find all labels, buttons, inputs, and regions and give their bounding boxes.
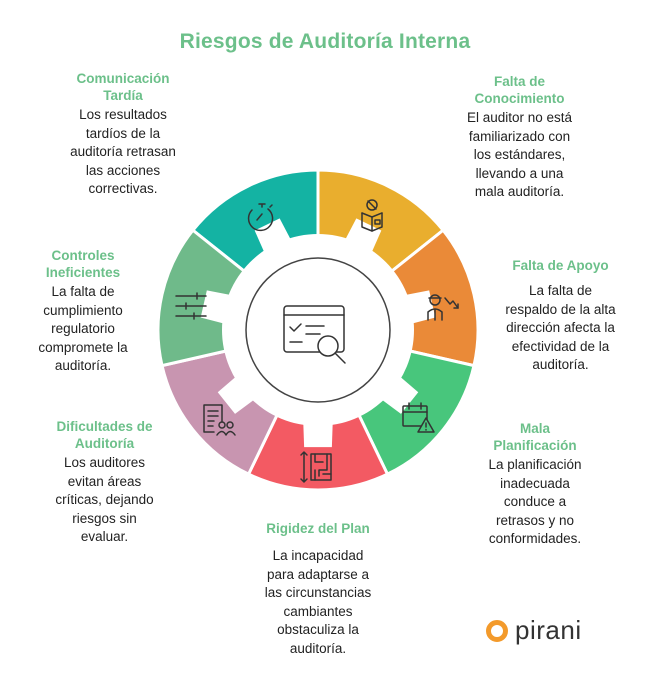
pirani-logo-mark-icon (486, 619, 508, 642)
calendar-warning-icon (402, 402, 435, 433)
book-icon (361, 199, 383, 232)
gear-tooth (200, 290, 231, 324)
center-hub (245, 257, 391, 403)
manager-trend-icon (427, 294, 459, 321)
page-title: Riesgos de Auditoría Interna (179, 30, 471, 53)
document-people-icon (203, 404, 236, 436)
segment-heading: Falta de Apoyo (512, 258, 609, 273)
gear-tooth (254, 218, 291, 253)
logo-text: pirani (515, 615, 582, 645)
center-gear (200, 218, 436, 448)
gear-tooth (303, 422, 333, 448)
segment-heading: Rigidez del Plan (266, 521, 370, 536)
audit-checklist-magnifier-icon (283, 305, 346, 364)
maze-icon (300, 451, 332, 483)
gear-tooth (217, 376, 255, 414)
gear-tooth (381, 376, 419, 414)
stopwatch-icon (247, 203, 274, 232)
brand-logo: pirani (485, 615, 582, 646)
sliders-icon (175, 292, 207, 320)
